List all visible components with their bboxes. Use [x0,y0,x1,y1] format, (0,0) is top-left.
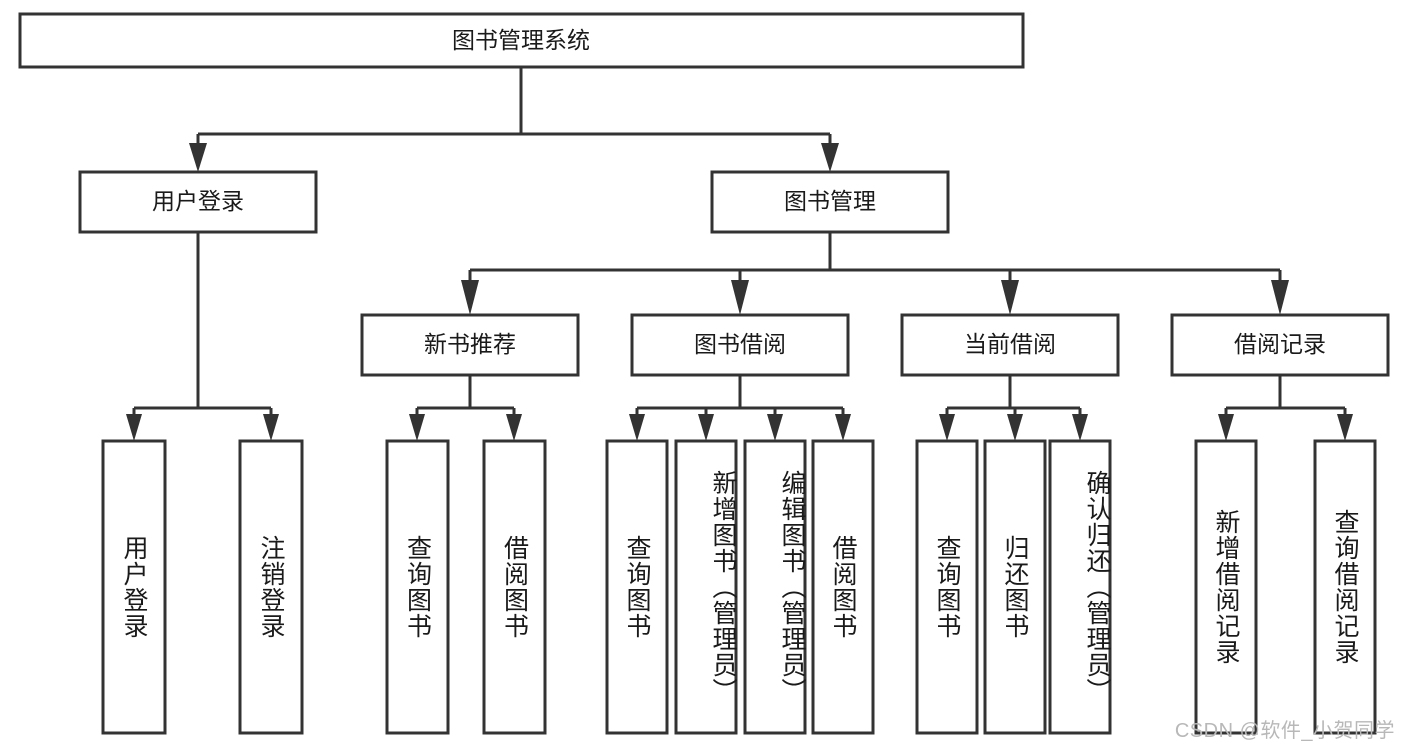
connector-borrow-record-to-leaves [1218,375,1353,441]
leaf-label-current-borrow-0: 查询图书 [933,535,961,639]
root-box [18,12,1025,69]
arrow-book-manage [821,143,839,172]
current-borrow-box [900,313,1120,377]
leaf-label-borrow-record-1: 查询借阅记录 [1331,509,1359,665]
arrow-current-borrow [1001,280,1019,315]
arrow-book-borrow [731,280,749,315]
leaf-box-user-login-0[interactable] [101,439,167,735]
node-root[interactable]: 图书管理系统 [18,12,1025,69]
arrow-nb-leaf-1 [506,414,522,441]
arrow-cb-leaf-0 [939,414,955,441]
node-borrow-record[interactable]: 借阅记录 [1170,313,1390,377]
node-new-book-recommend[interactable]: 新书推荐 [360,313,580,377]
leaf-box-borrow-record-0[interactable] [1194,439,1258,735]
arrow-user-login [189,143,207,172]
leaf-box-new-book-1[interactable] [482,439,547,735]
node-current-borrow[interactable]: 当前借阅 [900,313,1120,377]
arrow-cb-leaf-1 [1007,414,1023,441]
watermark-text: CSDN @软件_小贺同学 [1174,720,1395,742]
root-label: 图书管理系统 [452,27,590,53]
arrow-leaf-logout [263,414,279,441]
arrow-bb-leaf-2 [767,414,783,441]
borrow-record-label: 借阅记录 [1234,331,1326,357]
arrow-bb-leaf-1 [698,414,714,441]
arrow-bb-leaf-0 [629,414,645,441]
arrow-bb-leaf-3 [835,414,851,441]
leaf-box-borrow-record-1[interactable] [1313,439,1377,735]
connector-book-borrow-to-leaves [629,375,851,441]
leaf-box-new-book-0[interactable] [385,439,450,735]
arrow-br-leaf-1 [1337,414,1353,441]
leaf-box-user-login-1[interactable] [238,439,304,735]
leaf-label-new-book-0: 查询图书 [403,535,432,639]
leaf-box-current-borrow-0[interactable] [915,439,979,735]
leaf-box-current-borrow-1[interactable] [983,439,1047,735]
user-login-label: 用户登录 [152,188,244,214]
new-book-recommend-label: 新书推荐 [424,331,516,357]
book-manage-label: 图书管理 [784,188,876,214]
arrow-br-leaf-0 [1218,414,1234,441]
node-book-manage[interactable]: 图书管理 [710,170,950,234]
arrow-borrow-record [1271,280,1289,315]
leaf-label-user-login-0: 用户登录 [120,535,148,639]
book-borrow-box [630,313,850,377]
leaf-box-current-borrow-2[interactable] [1048,439,1112,735]
arrow-new-book [461,280,479,315]
leaf-label-book-borrow-0: 查询图书 [623,535,651,639]
connector-new-book-to-leaves [409,375,522,441]
arrow-cb-leaf-2 [1072,414,1088,441]
leaf-label-current-borrow-1: 归还图书 [1001,535,1029,639]
arrow-nb-leaf-0 [409,414,425,441]
leaf-label-book-borrow-2: 编辑图书（管理员） [778,470,806,704]
leaf-label-book-borrow-3: 借阅图书 [829,535,857,639]
leaf-box-book-borrow-1[interactable] [674,439,738,735]
connector-current-borrow-to-leaves [939,375,1088,441]
leaf-label-user-login-1: 注销登录 [257,535,285,639]
connector-user-login-to-leaves [126,232,279,441]
leaf-label-current-borrow-2: 确认归还（管理员） [1083,470,1111,704]
leaf-box-book-borrow-2[interactable] [743,439,807,735]
leaf-label-book-borrow-1: 新增图书（管理员） [709,470,737,704]
new-book-recommend-box [360,313,580,377]
leaf-box-book-borrow-0[interactable] [605,439,669,735]
node-user-login[interactable]: 用户登录 [78,170,318,234]
connector-book-manage-to-level3 [461,232,1289,315]
leaf-box-book-borrow-3[interactable] [811,439,875,735]
current-borrow-label: 当前借阅 [964,331,1056,357]
book-borrow-label: 图书借阅 [694,331,786,357]
connector-root-to-level2 [189,67,839,172]
leaf-label-new-book-1: 借阅图书 [500,535,529,639]
node-book-borrow[interactable]: 图书借阅 [630,313,850,377]
arrow-leaf-user-login [126,414,142,441]
leaf-label-borrow-record-0: 新增借阅记录 [1212,509,1240,665]
